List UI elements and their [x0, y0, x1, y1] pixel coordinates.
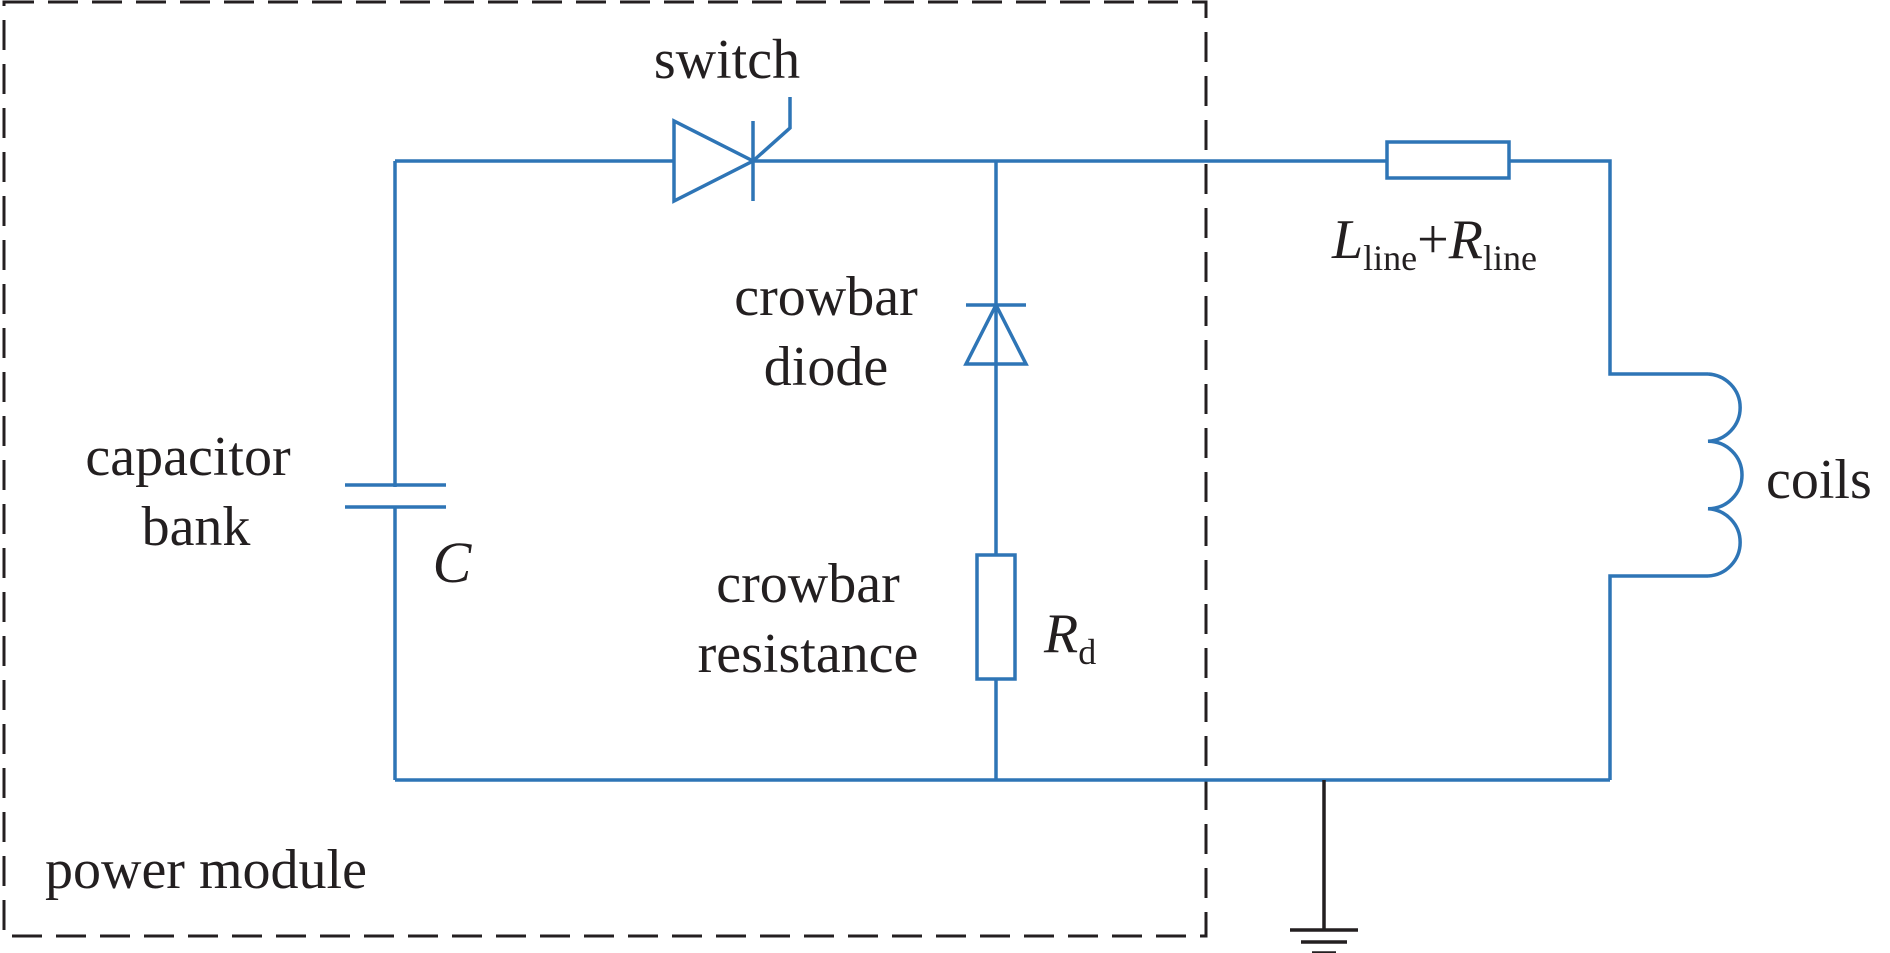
capacitor-symbol-label: C [433, 530, 473, 595]
ground-symbol [1290, 780, 1358, 953]
wire-top-right [1509, 159, 1708, 376]
rd-subscript: d [1078, 632, 1096, 672]
power-module-label: power module [45, 839, 367, 901]
capacitor-bank-label-line1: capacitor [85, 426, 291, 488]
crowbar-resistance-label-line2: resistance [698, 623, 919, 685]
rd-symbol: R [1043, 603, 1078, 665]
line-l-subscript: line [1363, 238, 1417, 278]
line-l-symbol: L [1331, 209, 1363, 271]
coil-symbol [1707, 372, 1744, 578]
switch-label: switch [654, 29, 800, 91]
crowbar-diode-symbol [963, 301, 1029, 366]
power-module-boundary [2, 0, 1208, 938]
wire-coil-return [1608, 574, 1708, 780]
crowbar-resistor-symbol [975, 553, 1017, 681]
capacitor-symbol [345, 483, 446, 509]
line-plus: + [1417, 209, 1449, 271]
crowbar-diode-label-line1: crowbar [734, 266, 918, 328]
capacitor-bank-label-line2: bank [142, 496, 251, 558]
line-r-subscript: line [1483, 238, 1537, 278]
coils-label: coils [1766, 449, 1872, 511]
crowbar-resistance-label-line1: crowbar [716, 553, 900, 615]
line-impedance-label: Lline+Rline [1331, 209, 1537, 278]
circuit-wires [393, 159, 1708, 782]
line-resistor-symbol [1385, 140, 1511, 180]
rd-label: Rd [1043, 603, 1096, 672]
thyristor-switch-symbol [672, 97, 792, 204]
crowbar-diode-label-line2: diode [764, 336, 888, 398]
line-r-symbol: R [1448, 209, 1483, 271]
